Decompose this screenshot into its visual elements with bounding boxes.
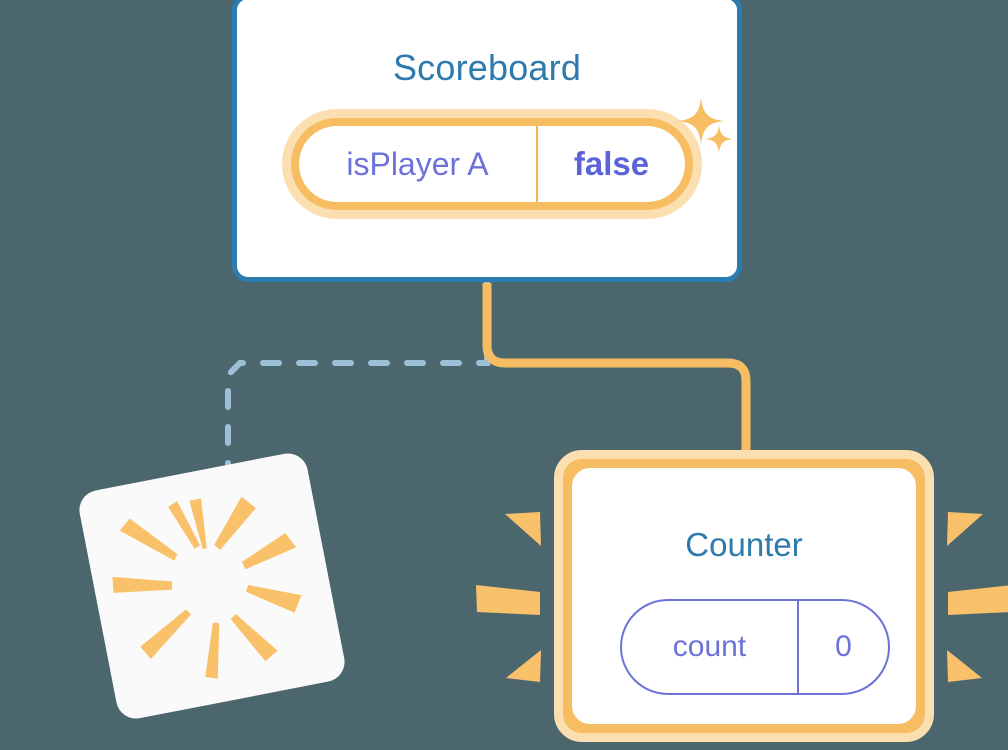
burst-ray <box>947 512 983 546</box>
burst-ray <box>112 576 173 593</box>
solid-connector-to-counter <box>482 283 751 462</box>
counter-state-pill[interactable]: count 0 <box>620 599 890 695</box>
burst-ray <box>140 609 192 660</box>
counter-card[interactable]: Counter count 0 <box>554 450 934 742</box>
counter-pill-divider <box>797 601 799 693</box>
burst-ray <box>119 518 178 561</box>
scoreboard-state-value: false <box>573 145 650 182</box>
burst-ray <box>947 650 982 682</box>
scoreboard-pill-divider <box>536 126 538 202</box>
scoreboard-card[interactable]: Scoreboard isPlayer A false <box>232 0 742 282</box>
sparkle-icon <box>705 125 733 153</box>
counter-state-value: 0 <box>835 630 852 663</box>
scoreboard-state-pill[interactable]: isPlayer A false <box>282 109 702 219</box>
burst-ray <box>241 533 297 570</box>
blank-card-burst-rays <box>112 496 302 679</box>
counter-card-inner: Counter count 0 <box>572 468 916 724</box>
burst-ray <box>245 585 302 613</box>
scoreboard-title: Scoreboard <box>392 47 582 88</box>
burst-ray <box>476 585 540 615</box>
burst-ray <box>214 496 256 550</box>
burst-ray <box>505 512 541 546</box>
scoreboard-state-pill-inner: isPlayer A false <box>299 126 685 202</box>
counter-title: Counter <box>685 526 803 563</box>
burst-ray <box>948 585 1008 615</box>
burst-ray <box>189 498 207 550</box>
burst-ray <box>506 650 541 682</box>
burst-ray <box>168 501 201 549</box>
scoreboard-state-key: isPlayer A <box>346 145 489 182</box>
sparkle-icon <box>678 98 724 144</box>
counter-state-key: count <box>672 630 747 663</box>
burst-ray <box>230 613 278 662</box>
burst-ray <box>205 622 220 679</box>
